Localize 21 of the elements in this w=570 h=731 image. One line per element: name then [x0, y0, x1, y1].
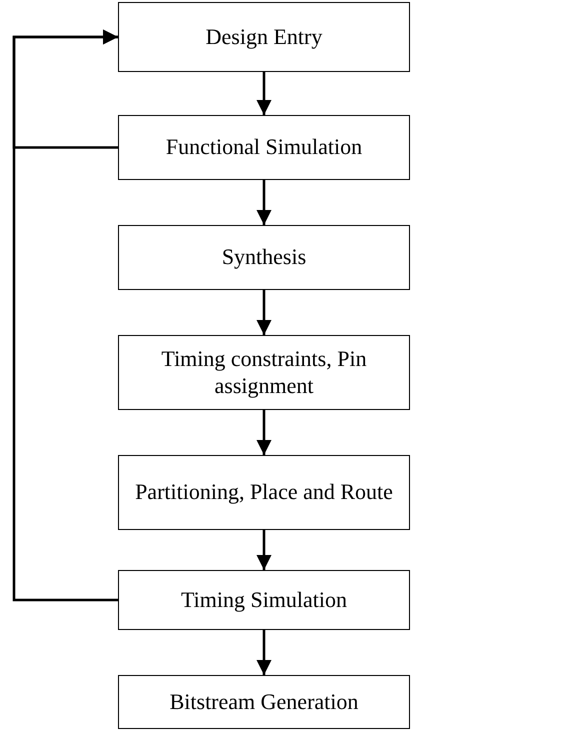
arrow — [256, 290, 272, 335]
process-box — [118, 115, 410, 180]
step-label: Timing constraints, Pin assignment — [160, 346, 368, 399]
arrow — [256, 72, 272, 115]
arrow — [256, 180, 272, 225]
process-box — [118, 335, 410, 410]
step-label: Bitstream Generation — [170, 688, 358, 716]
step-label: Partitioning, Place and Route — [135, 479, 393, 506]
step-label: Synthesis — [222, 244, 306, 271]
step-label: Functional Simulation — [166, 134, 362, 161]
process-box — [118, 570, 410, 630]
arrow — [256, 410, 272, 455]
step-label: Design Entry — [206, 24, 322, 50]
process-box — [118, 2, 410, 72]
arrow — [256, 630, 272, 675]
process-box — [118, 455, 410, 530]
process-box — [118, 675, 410, 729]
arrow — [256, 530, 272, 570]
feedback-arrow — [12, 30, 118, 602]
step-label: Timing Simulation — [180, 586, 348, 614]
process-box — [118, 225, 410, 290]
